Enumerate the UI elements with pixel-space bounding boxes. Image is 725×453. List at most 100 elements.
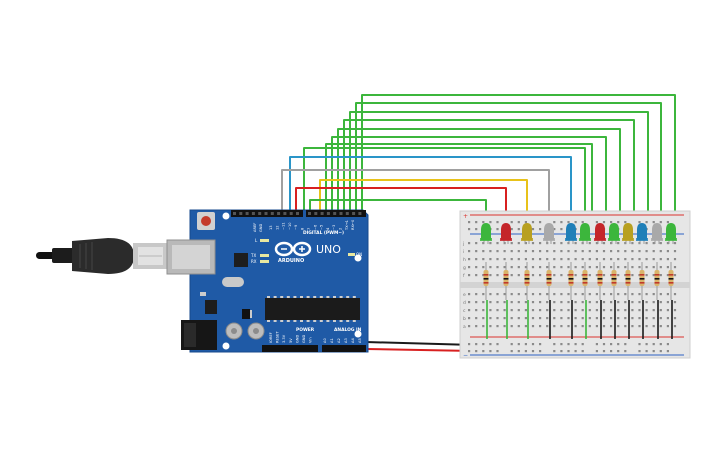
on-led	[348, 253, 355, 256]
digital-pin-label: RX←0	[351, 219, 355, 230]
wire-green-2	[355, 102, 662, 230]
analog-pin-label: A4	[351, 338, 355, 343]
header-pin	[339, 212, 343, 215]
on-led-label: ON	[356, 252, 362, 257]
power-pin-label: RESET	[276, 331, 280, 343]
power-pin-label: GND	[302, 335, 306, 343]
power-header-title: POWER	[296, 327, 315, 333]
led	[481, 223, 491, 240]
row-letter: c	[463, 309, 466, 314]
header-pin	[258, 212, 262, 215]
led	[501, 223, 511, 240]
power-pin-label: Vin	[309, 337, 313, 343]
row-letter: j	[462, 241, 464, 247]
header-pin	[283, 212, 287, 215]
header-pin	[277, 212, 281, 215]
atmega-chip	[265, 298, 360, 320]
analog-header	[322, 345, 366, 352]
plus-label-top: +	[463, 213, 468, 220]
power-header	[262, 345, 318, 352]
header-pin	[289, 212, 293, 215]
led	[544, 223, 554, 240]
header-pin	[251, 212, 255, 215]
rx-led-label: RX	[251, 259, 257, 264]
header-pin	[326, 212, 330, 215]
aref-label: AREF	[253, 223, 257, 232]
row-letter: a	[463, 325, 466, 330]
wire-blue	[289, 156, 572, 230]
header-pin	[358, 212, 362, 215]
rx-led	[260, 260, 269, 263]
row-letter: e	[463, 293, 466, 298]
tx-led-label: TX	[250, 253, 256, 258]
header-pin	[333, 212, 337, 215]
brand-label: ARDUINO	[278, 258, 304, 264]
row-letter: h	[463, 257, 466, 263]
mounting-hole	[354, 254, 362, 262]
led	[652, 223, 662, 240]
digital-pin-label: 12	[275, 225, 279, 230]
digital-pin-label: 8	[301, 227, 305, 230]
jumper-wires	[281, 94, 676, 352]
analog-pin-label: A5	[358, 338, 362, 343]
analog-pin-label: A2	[337, 338, 341, 343]
header-pin	[264, 212, 268, 215]
digital-pin-label: ~11	[282, 222, 286, 230]
led	[566, 223, 576, 240]
wire-green-6	[331, 136, 607, 230]
analog-pin-label: A1	[330, 338, 334, 343]
header-pin	[352, 212, 356, 215]
header-pin	[320, 212, 324, 215]
wire-green-5	[337, 128, 621, 230]
digital-pin-label: 7	[307, 228, 311, 230]
wire-green-3	[349, 111, 649, 230]
header-pin	[296, 212, 299, 215]
wire-black	[365, 341, 475, 346]
led	[609, 223, 619, 240]
arduino-logo-icon	[274, 241, 312, 257]
led	[595, 223, 605, 240]
l-led	[260, 239, 269, 242]
power-pin-label: GND	[295, 335, 299, 343]
row-letter: i	[463, 249, 464, 255]
wire-gray	[281, 169, 550, 230]
digital-pin-label: ~6	[313, 224, 317, 230]
power-pin-label: 5V	[289, 338, 293, 343]
icsp-header	[242, 309, 250, 319]
digital-pin-label: ~5	[320, 225, 324, 230]
row-letter: g	[463, 266, 466, 271]
led	[637, 223, 647, 240]
usb-cable	[36, 238, 167, 274]
gnd-label: GND	[259, 224, 263, 232]
led	[623, 223, 633, 240]
led	[580, 223, 590, 240]
header-pin	[345, 212, 349, 215]
l-led-label: L	[255, 238, 258, 243]
ground-jumpers	[486, 300, 673, 339]
digital-pin-label: TX→1	[345, 220, 349, 231]
led	[666, 223, 676, 240]
digital-pin-label: 2	[339, 228, 343, 230]
minus-label-bottom: −	[463, 352, 468, 359]
mounting-hole	[354, 330, 362, 338]
row-letter: b	[463, 316, 466, 322]
led	[522, 223, 532, 240]
header-pin	[270, 212, 274, 215]
digital-pin-label: ~9	[294, 224, 298, 230]
header-pin	[239, 212, 243, 215]
wire-red-power	[365, 348, 475, 352]
wire-green-8	[303, 147, 586, 230]
model-label: UNO	[316, 243, 341, 256]
mounting-hole	[222, 342, 230, 350]
leds	[480, 223, 677, 244]
header-pin	[308, 212, 311, 215]
resistors	[483, 262, 674, 300]
analog-header-title: ANALOG IN	[334, 327, 362, 333]
row-letter: d	[463, 300, 466, 306]
wire-green-4	[343, 119, 635, 230]
wire-red	[295, 187, 507, 230]
digital-header-title: DIGITAL (PWM~)	[303, 230, 344, 236]
header-pin	[245, 212, 249, 215]
digital-pin-label: ~10	[288, 222, 292, 230]
